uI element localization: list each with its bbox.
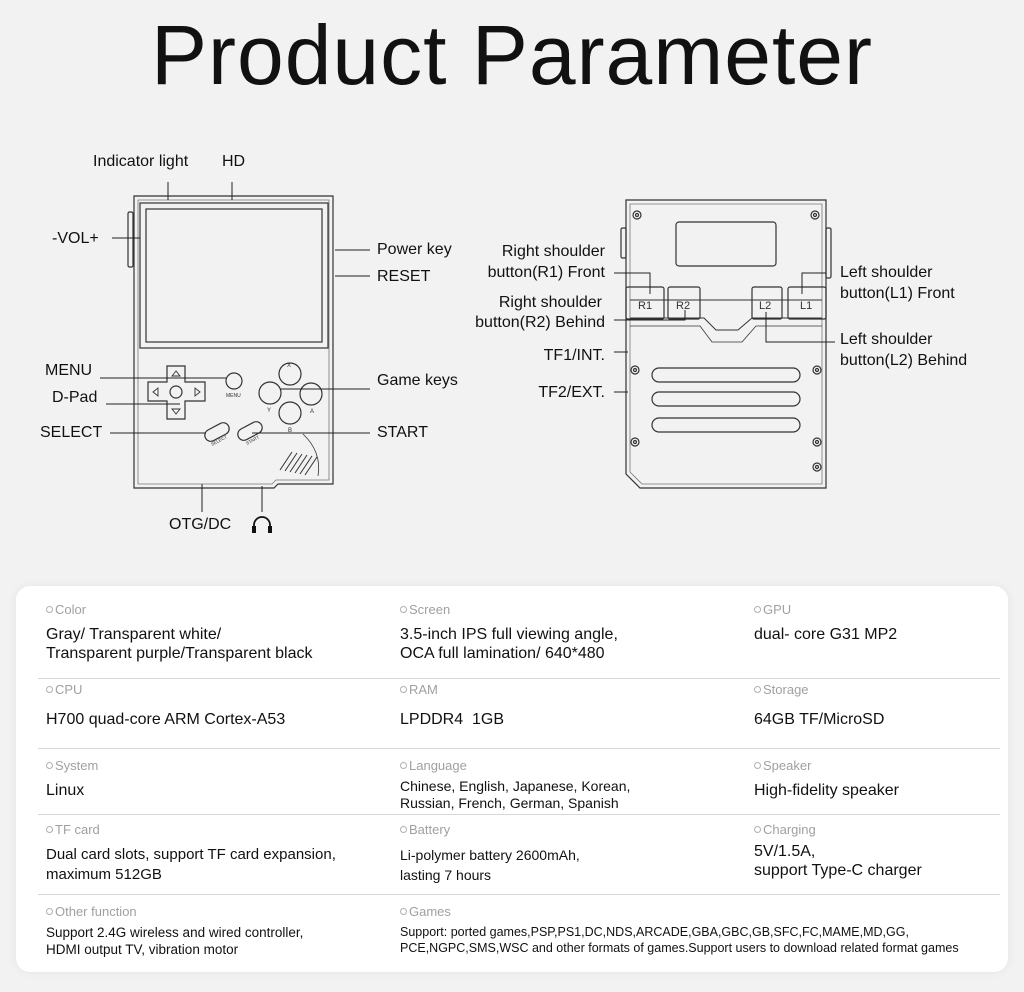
spec-key: Color <box>55 602 87 617</box>
spec-key: RAM <box>409 682 438 697</box>
spec-value: Li-polymer battery 2600mAh, lasting 7 ho… <box>400 847 580 883</box>
spec-row-3: System Linux Language Chinese, English, … <box>38 758 1000 815</box>
back-device <box>620 199 832 489</box>
spec-gpu: GPU dual- core G31 MP2 <box>754 602 897 644</box>
spec-value: 3.5-inch IPS full viewing angle, OCA ful… <box>400 626 618 662</box>
spec-key: Charging <box>763 822 816 837</box>
device-diagram: MENU X Y A B SELECT START R1 R2 L2 L1 In… <box>0 130 1024 560</box>
select-small-label: SELECT <box>210 434 228 447</box>
key-a-label: A <box>310 409 314 415</box>
game-keys-label: Game keys <box>377 372 458 389</box>
front-leader-lines <box>100 182 370 512</box>
spec-value: 64GB TF/MicroSD <box>754 711 885 728</box>
spec-charging: Charging 5V/1.5A, support Type-C charger <box>754 822 922 880</box>
spec-key: Other function <box>55 904 137 919</box>
spec-value: Gray/ Transparent white/ Transparent pur… <box>46 626 313 662</box>
spec-color: Color Gray/ Transparent white/ Transpare… <box>46 602 313 663</box>
spec-value: Support 2.4G wireless and wired controll… <box>46 925 304 957</box>
spec-key: Battery <box>409 822 451 837</box>
spec-ram: RAM LPDDR4 1GB <box>400 682 504 729</box>
front-device <box>127 195 334 489</box>
headphone-icon <box>252 516 272 533</box>
spec-screen: Screen 3.5-inch IPS full viewing angle, … <box>400 602 618 663</box>
start-label: START <box>377 424 428 441</box>
spec-language: Language Chinese, English, Japanese, Kor… <box>400 758 630 812</box>
spec-battery: Battery Li-polymer battery 2600mAh, last… <box>400 822 580 885</box>
key-b-label: B <box>288 428 292 434</box>
l2-label-line2: button(L2) Behind <box>840 352 968 369</box>
spec-system: System Linux <box>46 758 98 800</box>
start-small-label: START <box>245 435 260 446</box>
spec-value: Chinese, English, Japanese, Korean, Russ… <box>400 778 631 811</box>
spec-value: dual- core G31 MP2 <box>754 626 898 643</box>
spec-key: CPU <box>55 682 83 697</box>
tf1-label: TF1/INT. <box>543 347 605 364</box>
spec-table: Color Gray/ Transparent white/ Transpare… <box>16 586 1008 972</box>
spec-row-4: TF card Dual card slots, support TF card… <box>38 822 1000 895</box>
key-y-label: Y <box>267 408 271 414</box>
key-x-label: X <box>287 363 291 369</box>
r2-label-line2: button(R2) Behind <box>475 314 605 331</box>
spec-key: System <box>55 758 99 773</box>
power-key-label: Power key <box>377 241 452 258</box>
spec-value: H700 quad-core ARM Cortex-A53 <box>46 711 286 728</box>
spec-key: GPU <box>763 602 792 617</box>
menu-small-label: MENU <box>226 393 241 399</box>
spec-key: TF card <box>55 822 100 837</box>
spec-value: High-fidelity speaker <box>754 782 899 799</box>
spec-key: Speaker <box>763 758 812 773</box>
spec-value: Support: ported games,PSP,PS1,DC,NDS,ARC… <box>400 925 959 955</box>
spec-row-1: Color Gray/ Transparent white/ Transpare… <box>38 602 1000 679</box>
reset-label: RESET <box>377 268 431 285</box>
back-leader-lines <box>614 272 835 393</box>
indicator-light-label: Indicator light <box>93 153 189 170</box>
spec-value: 5V/1.5A, support Type-C charger <box>754 843 922 879</box>
spec-value: Dual card slots, support TF card expansi… <box>46 846 336 883</box>
l1-label-line1: Left shoulder <box>840 264 933 281</box>
device-drawings: MENU X Y A B SELECT START R1 R2 L2 L1 <box>100 182 835 533</box>
spec-storage: Storage 64GB TF/MicroSD <box>754 682 884 729</box>
spec-speaker: Speaker High-fidelity speaker <box>754 758 899 800</box>
r2-button-label: R2 <box>676 300 690 312</box>
spec-row-5: Other function Support 2.4G wireless and… <box>38 904 1000 964</box>
l1-label-line2: button(L1) Front <box>840 285 955 302</box>
l1-button-label: L1 <box>800 300 812 312</box>
spec-key: Language <box>409 758 467 773</box>
spec-value: Linux <box>46 782 85 799</box>
device-small-text: MENU X Y A B SELECT START R1 R2 L2 L1 <box>210 300 812 447</box>
spec-key: Screen <box>409 602 451 617</box>
spec-row-2: CPU H700 quad-core ARM Cortex-A53 RAM LP… <box>38 682 1000 749</box>
volume-label: -VOL+ <box>52 230 99 247</box>
otg-dc-label: OTG/DC <box>169 516 232 533</box>
select-label: SELECT <box>40 424 103 441</box>
spec-key: Storage <box>763 682 809 697</box>
r1-button-label: R1 <box>638 300 652 312</box>
spec-value: LPDDR4 1GB <box>400 711 505 728</box>
spec-other-function: Other function Support 2.4G wireless and… <box>46 904 303 958</box>
r1-label-line1: Right shoulder <box>501 243 605 260</box>
hd-label: HD <box>222 153 246 170</box>
menu-label: MENU <box>45 362 93 379</box>
dpad-label: D-Pad <box>52 389 98 406</box>
r2-label-line1: Right shoulder <box>498 294 602 311</box>
page-title: Product Parameter <box>151 8 873 102</box>
spec-tf-card: TF card Dual card slots, support TF card… <box>46 822 336 885</box>
l2-button-label: L2 <box>759 300 771 312</box>
spec-key: Games <box>409 904 451 919</box>
l2-label-line1: Left shoulder <box>840 331 933 348</box>
tf2-label: TF2/EXT. <box>538 384 605 401</box>
spec-cpu: CPU H700 quad-core ARM Cortex-A53 <box>46 682 285 729</box>
spec-games: Games Support: ported games,PSP,PS1,DC,N… <box>400 904 959 956</box>
r1-label-line2: button(R1) Front <box>487 264 605 281</box>
